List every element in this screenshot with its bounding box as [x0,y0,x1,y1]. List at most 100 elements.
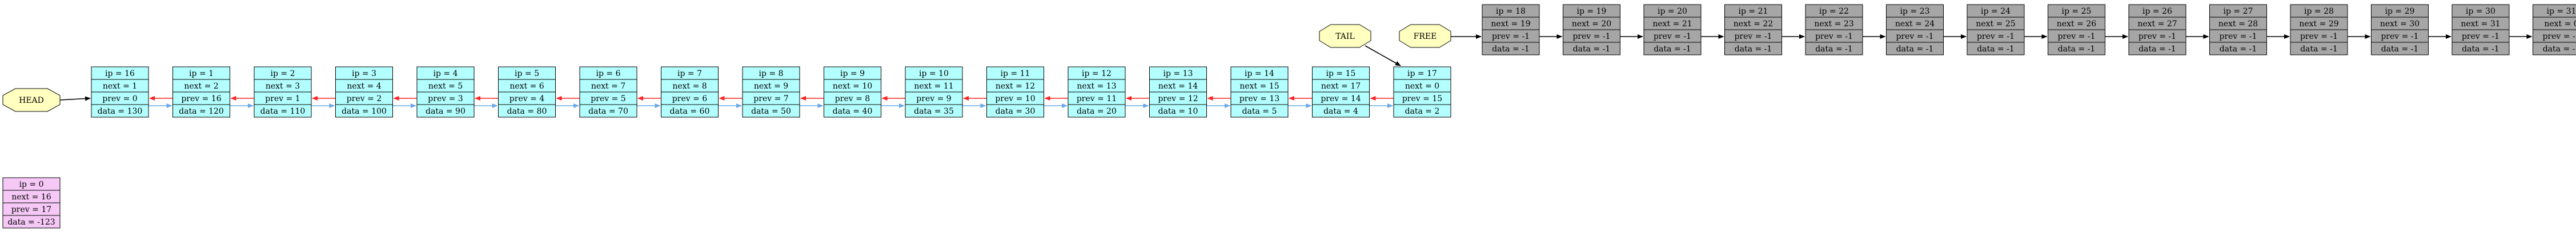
field-data: data = 120 [179,107,224,116]
free-pointer-label: FREE [1414,32,1437,41]
field-next: next = 24 [1895,19,1935,29]
field-prev: prev = 9 [916,94,951,103]
field-ip: ip = 6 [596,69,621,78]
field-data: data = -1 [2300,45,2338,54]
field-data: data = 2 [1405,107,1440,116]
field-ip: ip = 13 [1163,69,1193,78]
field-next: next = 6 [509,82,544,91]
field-next: next = 13 [1077,82,1116,91]
field-prev: prev = -1 [2462,32,2499,41]
field-ip: ip = 21 [1739,7,1768,16]
field-next: next = 30 [2380,19,2419,29]
field-ip: ip = 16 [105,69,135,78]
field-data: data = -1 [2543,45,2576,54]
field-prev: prev = -1 [2300,32,2338,41]
field-ip: ip = 22 [1819,7,1849,16]
field-data: data = 100 [342,107,387,116]
field-ip: ip = 0 [19,180,44,189]
field-prev: prev = -1 [2381,32,2418,41]
field-ip: ip = 14 [1245,69,1274,78]
field-data: data = -123 [7,218,55,227]
field-prev: prev = -1 [1896,32,1933,41]
tail-pointer: TAIL [1319,25,1371,47]
field-ip: ip = 27 [2224,7,2253,16]
field-data: data = -1 [2381,45,2419,54]
field-ip: ip = 31 [2547,7,2576,16]
head-arrow [60,98,90,100]
field-next: next = 4 [347,82,381,91]
field-ip: ip = 5 [515,69,539,78]
field-next: next = 20 [1572,19,1611,29]
field-next: next = 21 [1652,19,1692,29]
field-next: next = 17 [1321,82,1361,91]
field-prev: prev = 17 [11,205,51,214]
field-next: next = 22 [1734,19,1773,29]
field-ip: ip = 11 [1001,69,1030,78]
field-prev: prev = 12 [1158,94,1198,103]
field-ip: ip = 15 [1326,69,1356,78]
free-node: ip = 29 next = 30 prev = -1 data = -1 [2372,5,2429,55]
field-ip: ip = 17 [1407,69,1437,78]
field-next: next = 12 [996,82,1035,91]
field-data: data = 40 [833,107,873,116]
field-data: data = 50 [751,107,791,116]
field-prev: prev = 3 [428,94,463,103]
field-next: next = 2 [184,82,218,91]
head-pointer-label: HEAD [19,96,44,105]
field-prev: prev = -1 [1815,32,1853,41]
field-prev: prev = -1 [1977,32,2015,41]
field-data: data = -1 [2138,45,2176,54]
field-next: next = 25 [1976,19,2015,29]
field-data: data = 70 [588,107,628,116]
field-data: data = 60 [670,107,710,116]
head-pointer: HEAD [3,89,60,111]
field-next: next = 3 [266,82,300,91]
field-data: data = 10 [1158,107,1198,116]
field-prev: prev = 1 [265,94,300,103]
field-prev: prev = 16 [181,94,221,103]
field-next: next = 15 [1239,82,1279,91]
field-ip: ip = 2 [271,69,295,78]
field-next: next = 8 [672,82,707,91]
field-ip: ip = 25 [2062,7,2092,16]
field-next: next = 23 [1814,19,1853,29]
field-ip: ip = 18 [1496,7,1526,16]
field-next: next = 14 [1158,82,1198,91]
field-ip: ip = 30 [2466,7,2495,16]
field-ip: ip = 29 [2385,7,2415,16]
field-data: data = 5 [1242,107,1277,116]
field-data: data = -1 [1654,45,1691,54]
field-next: next = 29 [2299,19,2338,29]
field-next: next = 1 [103,82,137,91]
field-ip: ip = 12 [1082,69,1112,78]
field-prev: prev = 0 [102,94,137,103]
field-ip: ip = 28 [2304,7,2334,16]
field-data: data = -1 [2220,45,2257,54]
field-next: next = 28 [2218,19,2258,29]
field-ip: ip = 19 [1577,7,1607,16]
tail-arrow [1365,46,1401,66]
active-node: ip = 13 next = 14 prev = 12 data = 10 [1150,67,1207,117]
field-prev: prev = 5 [591,94,625,103]
field-prev: prev = -1 [2057,32,2095,41]
field-data: data = 30 [996,107,1036,116]
field-next: next = 5 [428,82,463,91]
